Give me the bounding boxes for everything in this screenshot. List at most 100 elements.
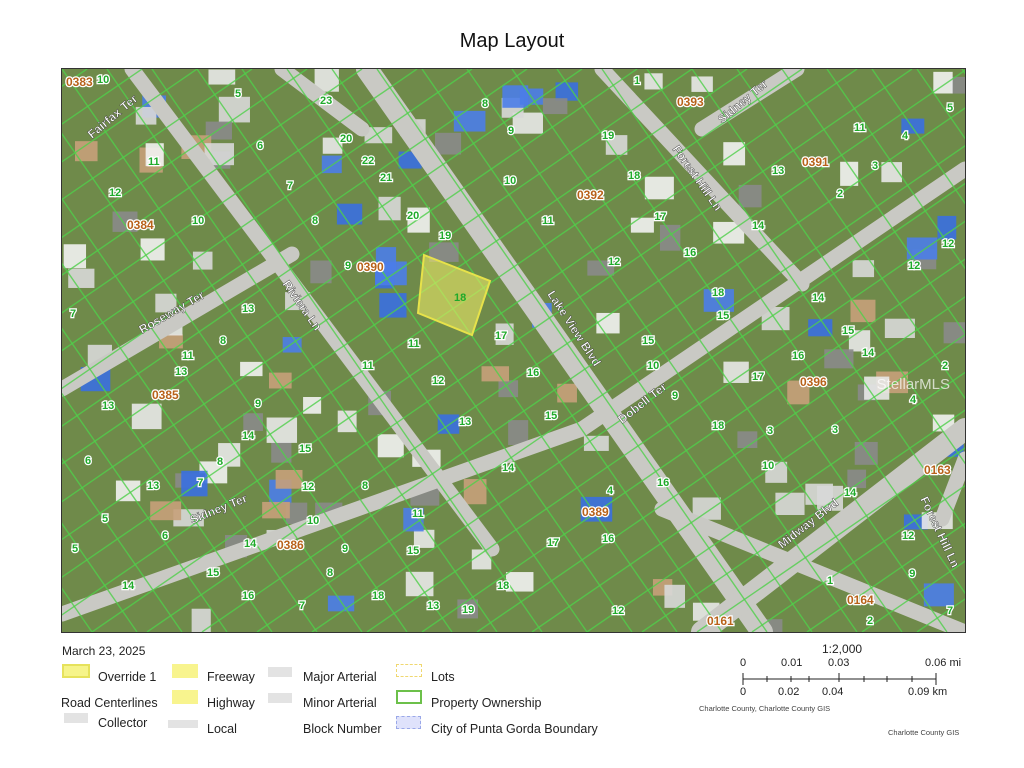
lot-number: 11: [854, 122, 866, 134]
local-swatch: [168, 720, 198, 728]
lot-number: 2: [942, 360, 948, 372]
lot-number: 22: [362, 155, 374, 167]
lot-number: 10: [307, 515, 319, 527]
road-lake-view-blvd: [356, 69, 773, 632]
credit: Charlotte County GIS: [888, 728, 960, 737]
house: [327, 595, 355, 612]
house: [377, 434, 404, 458]
house: [205, 121, 232, 140]
lot-number: 15: [642, 335, 654, 347]
mi-tick: 0.03: [828, 657, 850, 669]
attribution: Charlotte County, Charlotte County GIS: [699, 704, 831, 713]
km-tick: 0.04: [822, 686, 844, 698]
lot-number: 19: [462, 604, 474, 616]
house: [864, 376, 890, 400]
lot-number: 2: [867, 615, 873, 627]
house: [155, 293, 177, 313]
lot-number: 16: [792, 350, 804, 362]
road-dobell-ter: [574, 161, 965, 437]
lot-number: 12: [612, 605, 624, 617]
house: [630, 217, 654, 233]
lot-number: 18: [712, 287, 724, 299]
parcel-line: [62, 69, 693, 503]
block-number: 0161: [707, 614, 734, 628]
lot-number: 12: [432, 375, 444, 387]
lot-number: 14: [752, 220, 765, 232]
parcel-line: [62, 69, 308, 239]
lot-number: 16: [527, 367, 539, 379]
house: [583, 435, 609, 451]
house: [208, 69, 236, 85]
parcel-line: [781, 69, 965, 335]
lot-number: 3: [767, 425, 773, 437]
parcel-line: [826, 69, 965, 270]
legend-lots: Lots: [431, 670, 455, 684]
selected-lot-number: 18: [454, 292, 466, 304]
house: [901, 118, 925, 134]
parcel-line: [256, 145, 965, 632]
lot-number: 17: [752, 371, 764, 383]
lot-number: 11: [148, 156, 160, 168]
house: [723, 361, 749, 383]
lot-number: 7: [299, 600, 305, 612]
lot-number: 10: [647, 360, 659, 372]
selected-parcel[interactable]: [416, 253, 492, 337]
parcel-line: [331, 69, 723, 632]
parcel-line: [91, 69, 913, 632]
parcel-line: [62, 327, 273, 632]
lot-number: 14: [242, 430, 255, 442]
house: [336, 203, 363, 225]
house: [847, 469, 867, 489]
lot-number: 16: [602, 533, 614, 545]
block-number: 0391: [802, 155, 829, 169]
parcel-line: [62, 69, 858, 616]
house: [932, 414, 955, 432]
parcel-line: [421, 258, 965, 632]
lot-number: 12: [109, 187, 121, 199]
lot-number: 16: [657, 477, 669, 489]
legend-local: Local: [207, 722, 237, 736]
lot-number: 14: [122, 580, 135, 592]
lot-number: 9: [672, 390, 678, 402]
lot-number: 1: [827, 575, 833, 587]
legend-block-number: Block Number: [303, 722, 382, 736]
house: [403, 507, 424, 532]
lot-number: 13: [242, 303, 254, 315]
house: [884, 318, 915, 338]
house: [542, 98, 568, 115]
parcel-line: [62, 69, 418, 314]
lot-number: 18: [628, 170, 640, 182]
lot-number: 15: [545, 410, 557, 422]
house: [429, 242, 459, 262]
road-cross-street: [654, 501, 965, 632]
block-number: 0390: [357, 260, 384, 274]
parcel-line: [62, 69, 748, 541]
lot-number: 12: [608, 256, 620, 268]
parcel-line: [106, 69, 498, 632]
lot-number: 14: [862, 347, 875, 359]
parcel-line: [146, 69, 965, 632]
lot-number: 10: [192, 215, 204, 227]
lot-number: 14: [844, 487, 857, 499]
parcel-line: [286, 69, 678, 632]
km-tick: 0.02: [778, 686, 800, 698]
parcel-line: [376, 69, 768, 632]
lot-number: 7: [287, 180, 293, 192]
parcel-line: [751, 484, 965, 632]
parcel-line: [62, 69, 583, 427]
house: [505, 572, 534, 592]
house: [555, 82, 579, 101]
parcel-line: [62, 69, 473, 352]
lot-number: 8: [327, 567, 333, 579]
parcel-line: [62, 69, 638, 465]
legend-city-boundary: City of Punta Gorda Boundary: [431, 722, 598, 736]
legend-highway: Highway: [207, 696, 255, 710]
lot-number: 15: [717, 310, 729, 322]
house: [937, 215, 957, 240]
parcel-line: [62, 197, 363, 632]
house: [824, 349, 854, 369]
road-riviera-ln: [124, 69, 500, 557]
lot-number: 8: [362, 480, 368, 492]
